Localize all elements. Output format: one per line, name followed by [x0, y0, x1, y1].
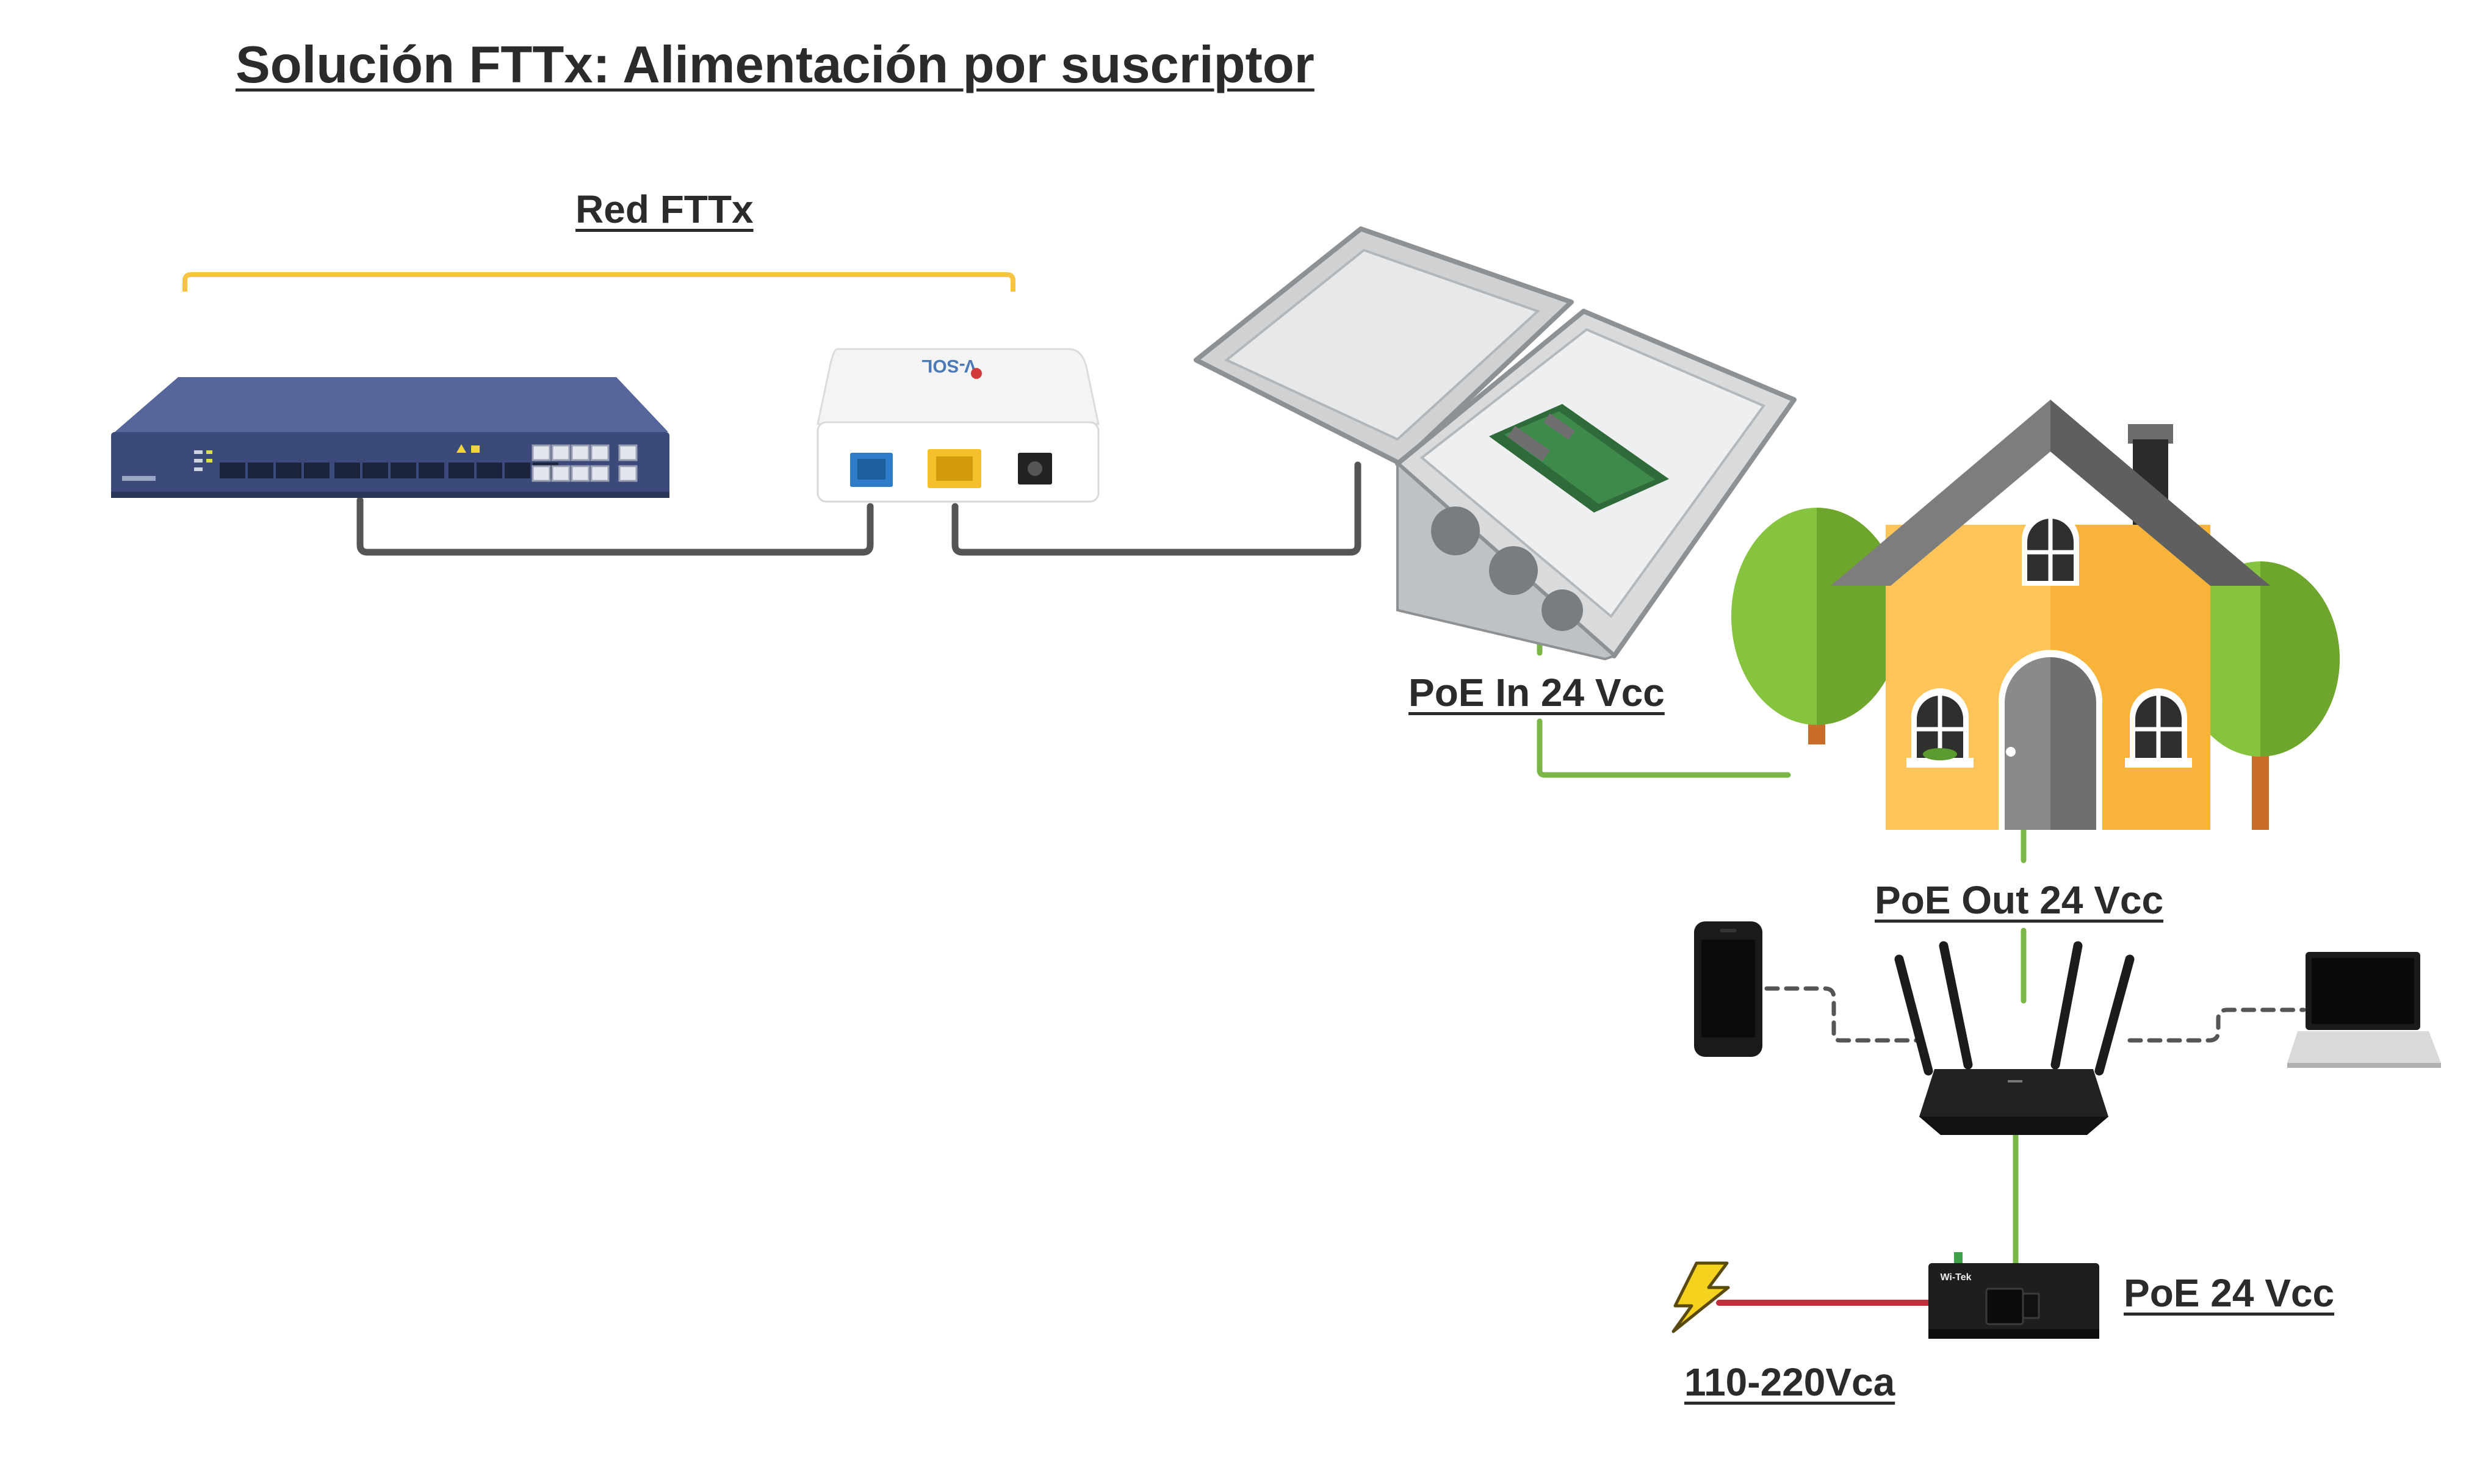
- window: [2022, 511, 2079, 586]
- page-title: Solución FTTx: Alimentación por suscript…: [236, 36, 1314, 94]
- smartphone-icon: [1694, 921, 1762, 1057]
- laptop-icon: [2287, 952, 2441, 1068]
- lightning-bolt-icon: [1671, 1261, 1730, 1333]
- poe-in-cable-house: [1537, 718, 1791, 778]
- poe-in-label: PoE In 24 Vcc: [1408, 671, 1665, 715]
- tree-icon: [1731, 508, 1902, 744]
- window: [2125, 688, 2192, 768]
- poe-supply-label: PoE 24 Vcc: [2124, 1271, 2335, 1315]
- outdoor-enclosure-icon: [1194, 226, 1797, 661]
- onu-icon: V-SOL: [817, 348, 1100, 503]
- network-label: Red FTTx: [575, 187, 754, 231]
- wifi-router-icon: [1894, 941, 2135, 1135]
- onu-brand-text: V-SOL: [921, 356, 976, 376]
- network-bracket: [182, 272, 1015, 292]
- poe-out-label: PoE Out 24 Vcc: [1875, 878, 2164, 922]
- window: [1906, 688, 1974, 768]
- olt-switch-icon: [111, 377, 669, 498]
- injector-brand-text: Wi-Tek: [1940, 1272, 1971, 1283]
- tree-icon: [2181, 561, 2340, 830]
- wifi-link-phone: [1764, 986, 1919, 1043]
- wifi-link-laptop: [2127, 1007, 2306, 1043]
- house-icon: [1831, 400, 2270, 830]
- poe-injector-icon: Wi-Tek: [1928, 1252, 2099, 1339]
- fiber-cable-olt-onu: [356, 497, 874, 556]
- ethernet-cable-onu-enclosure: [951, 461, 1361, 556]
- mains-voltage-label: 110-220Vca: [1684, 1360, 1895, 1404]
